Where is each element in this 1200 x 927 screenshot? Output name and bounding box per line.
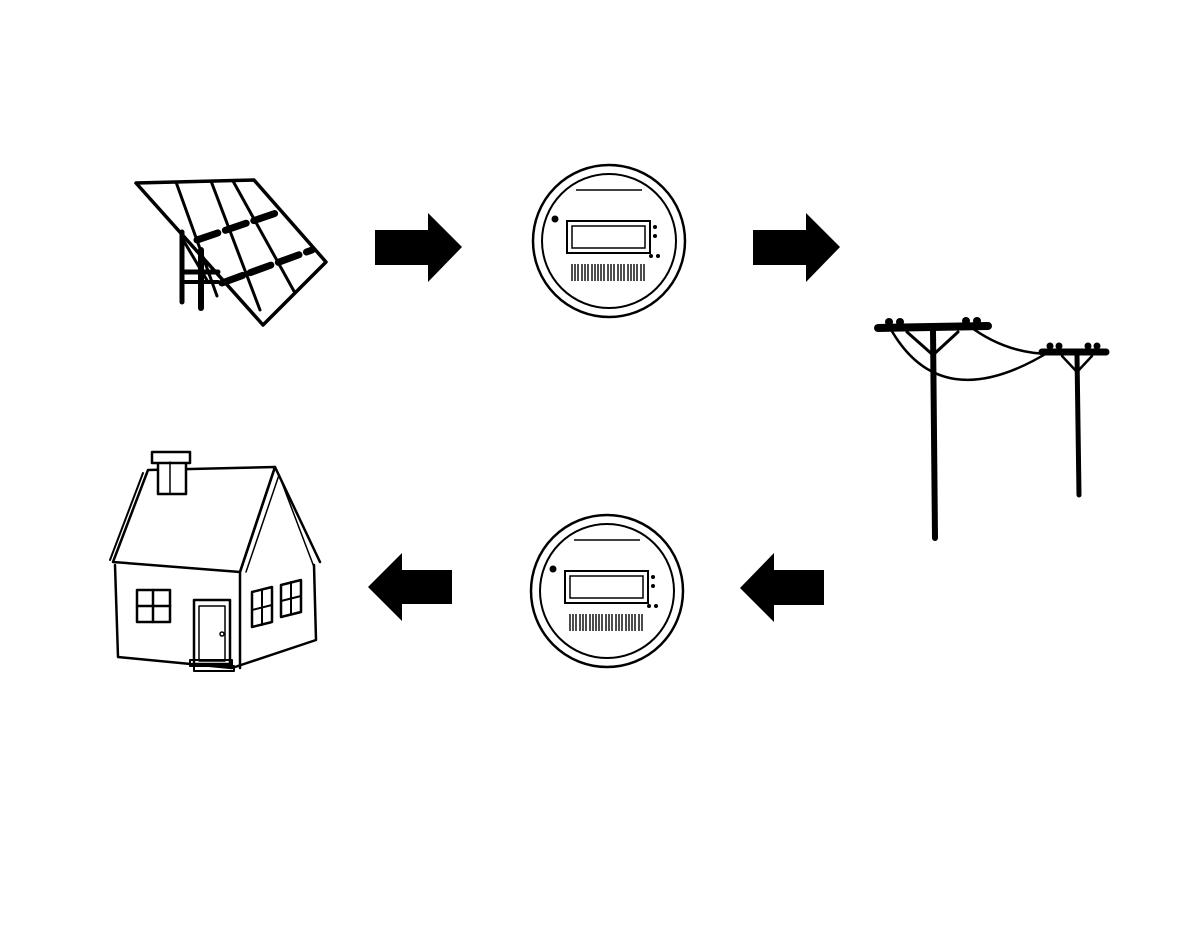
arrow-left-icon — [740, 553, 824, 622]
electric-meter-icon — [531, 163, 687, 319]
solar-panel-icon — [134, 178, 328, 327]
arrow-right-icon — [375, 213, 462, 282]
arrow-right-icon — [753, 213, 840, 282]
flow-arrow-left-1 — [740, 553, 824, 622]
flow-arrow-right-1 — [375, 213, 462, 282]
utility-pole-icon — [874, 317, 1110, 541]
house-icon — [109, 450, 322, 672]
electric-meter-icon — [529, 513, 685, 669]
flow-arrow-left-2 — [368, 553, 452, 621]
flow-arrow-right-2 — [753, 213, 840, 282]
arrow-left-icon — [368, 553, 452, 621]
